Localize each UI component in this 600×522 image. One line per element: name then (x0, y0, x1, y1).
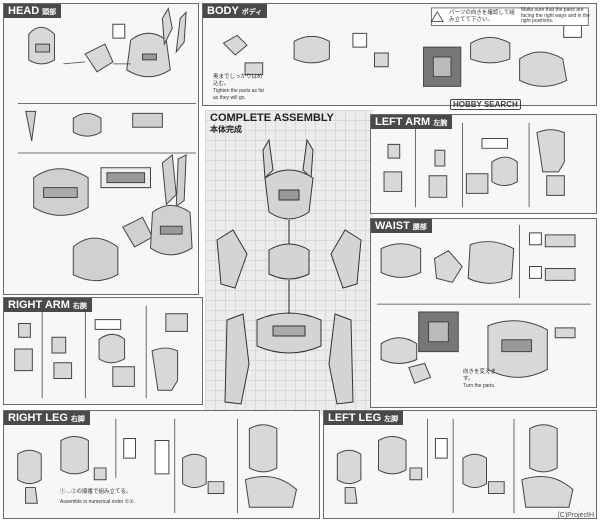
complete-assembly-illustration (216, 138, 362, 405)
body-warning-jp: パーツの向きを確認して組み立てて下さい。 (449, 10, 515, 23)
waist-note-jp: 向きを変えます。 (463, 369, 497, 382)
waist-illustration (377, 224, 591, 384)
complete-assembly-subtitle: 本体完成 (210, 125, 242, 134)
right-leg-order-jp: ①→②の順番で組み立てる。 (60, 489, 132, 495)
right-leg-illustration (17, 418, 298, 514)
right-arm-illustration (14, 305, 188, 399)
head-illustration (17, 7, 197, 282)
body-illustration (222, 7, 589, 87)
complete-assembly-title: COMPLETE ASSEMBLY (210, 112, 334, 124)
left-arm-illustration (383, 122, 565, 208)
hobby-search-watermark: HOBBY SEARCH (450, 99, 521, 110)
copyright-text: (C)ProjectH (557, 512, 594, 519)
body-warning-en: Make sure that the parts are facing the … (521, 7, 590, 24)
waist-note-en: Turn the parts. (463, 383, 496, 389)
left-leg-illustration (336, 418, 574, 514)
tighten-note-jp: 奥までしっかりはめ込む。 (213, 74, 263, 87)
tighten-note-en: Tighten the parts as far as they will go… (213, 88, 265, 101)
right-leg-order-en: Assemble in numerical order ①②. (60, 499, 136, 505)
